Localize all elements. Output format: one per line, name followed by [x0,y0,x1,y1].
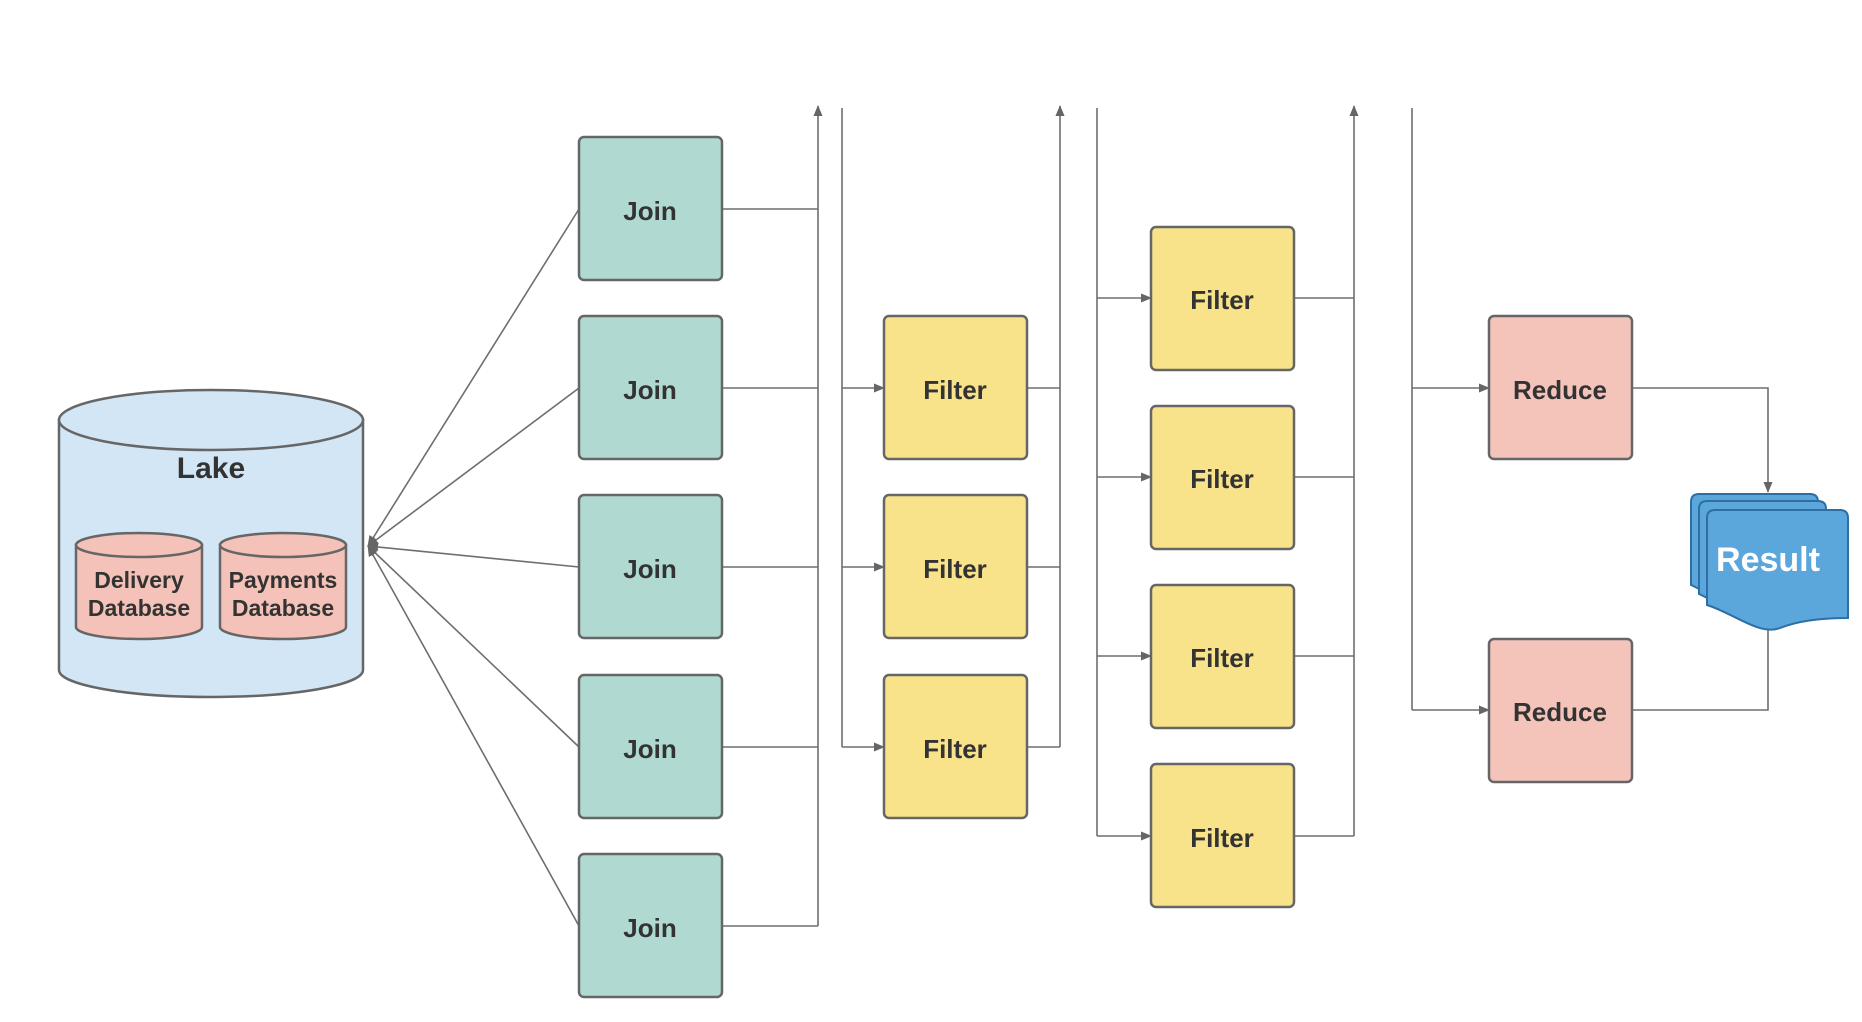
join-stage: Join Join Join Join Join [577,135,724,999]
result-label: Result [1716,541,1820,579]
filter-box-4 [1149,225,1296,372]
filter-box-7 [1149,762,1296,909]
lake-top [57,388,365,452]
delivery-database: Delivery Database [74,531,204,641]
join-box-2 [577,314,724,461]
edge-reduce1-result [1632,387,1773,493]
join-box-1 [577,135,724,282]
edge-join4-lake [367,545,580,748]
filter-label-3: Filter [923,734,987,764]
filter-stage-2: Filter Filter Filter Filter [1149,225,1296,909]
filter-box-5 [1149,404,1296,551]
filter-label-4: Filter [1190,285,1254,315]
filter-label-2: Filter [923,554,987,584]
filter-stage-1: Filter Filter Filter [882,314,1029,820]
result-documents: Result [1690,493,1849,631]
reduce-box-2 [1487,637,1634,784]
edge-join5-lake [367,545,580,927]
payments-database-body [218,543,348,641]
join-label-3: Join [623,554,676,584]
filter-label-6: Filter [1190,643,1254,673]
join-box-4 [577,673,724,820]
join-label-4: Join [623,734,676,764]
result-sheet-front [1706,509,1849,631]
edge-join1-lake [367,208,580,547]
filter-box-1 [882,314,1029,461]
join-label-1: Join [623,196,676,226]
delivery-database-label-line1: Delivery [94,567,184,593]
reduce-box-1 [1487,314,1634,461]
filter-label-5: Filter [1190,464,1254,494]
reduce-label-1: Reduce [1513,375,1607,405]
reduce-stage: Reduce Reduce [1487,314,1634,784]
payments-database-label-line2: Database [232,595,334,621]
lake-label: Lake [177,452,245,485]
payments-database: Payments Database [218,531,348,641]
delivery-database-label-line2: Database [88,595,190,621]
payments-database-label-line1: Payments [229,567,338,593]
join-box-3 [577,493,724,640]
reduce-label-2: Reduce [1513,697,1607,727]
connectors [367,105,1773,927]
filter-label-7: Filter [1190,823,1254,853]
filter-label-1: Filter [923,375,987,405]
delivery-database-top [74,531,204,559]
payments-database-top [218,531,348,559]
edge-join2-lake [367,387,580,547]
join-label-2: Join [623,375,676,405]
join-box-5 [577,852,724,999]
lake-cylinder: Lake Delivery Database Payments Database [57,388,365,699]
edge-join3-lake [367,542,580,568]
delivery-database-body [74,543,204,641]
join-label-5: Join [623,913,676,943]
filter-box-2 [882,493,1029,640]
filter-box-6 [1149,583,1296,730]
edge-reduce2-result [1632,617,1773,711]
filter-box-3 [882,673,1029,820]
